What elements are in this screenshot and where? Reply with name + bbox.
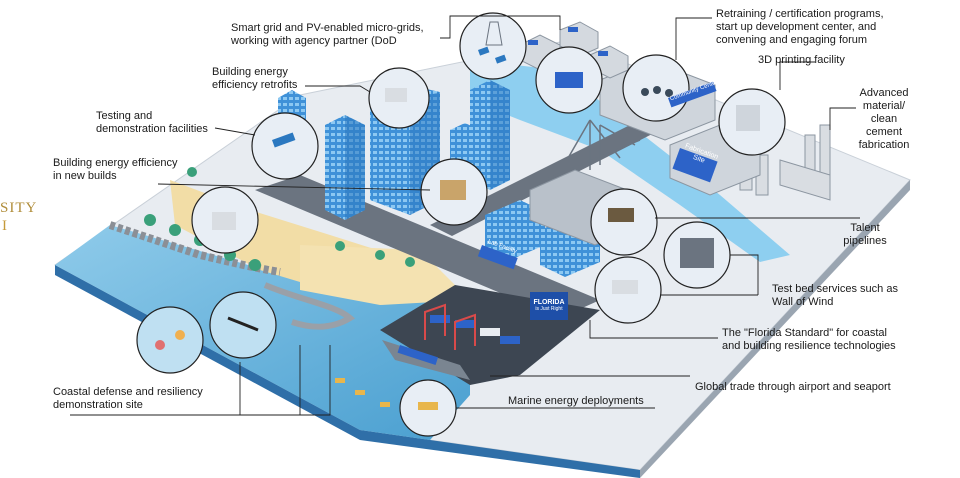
leader-testbed bbox=[660, 254, 759, 296]
container-1 bbox=[430, 315, 450, 323]
label-testing: Testing and demonstration facilities bbox=[96, 110, 208, 135]
road-cross bbox=[430, 120, 660, 236]
leader-coastal bbox=[70, 345, 331, 416]
cable-bridge bbox=[544, 119, 641, 181]
container-4 bbox=[500, 336, 520, 344]
label-talent: Talent pipelines bbox=[843, 222, 887, 247]
university-logo-text: SITY bbox=[0, 200, 38, 216]
sign-florida-sub: is Just Right bbox=[535, 306, 563, 312]
label-test-bed: Test bed services such as Wall of Wind bbox=[772, 283, 898, 308]
circle-smart-grid bbox=[459, 12, 527, 80]
callout-details bbox=[155, 21, 760, 410]
label-coastal: Coastal defense and resiliency demonstra… bbox=[53, 386, 203, 411]
leader-newbuilds bbox=[157, 183, 431, 191]
university-logo-text-2: I bbox=[2, 218, 7, 234]
label-3d-printing: 3D printing facility bbox=[758, 54, 845, 66]
label-new-builds: Building energy efficiency in new builds bbox=[53, 157, 178, 182]
circle-reef bbox=[136, 306, 204, 374]
container-3 bbox=[480, 328, 500, 336]
label-florida-standard: The "Florida Standard" for coastal and b… bbox=[722, 327, 896, 352]
label-marine: Marine energy deployments bbox=[508, 395, 644, 407]
river bbox=[470, 60, 790, 262]
label-global-trade: Global trade through airport and seaport bbox=[695, 381, 891, 393]
leader-florida bbox=[589, 320, 718, 339]
sign-boards bbox=[477, 81, 718, 320]
leader-lines bbox=[70, 15, 860, 416]
leader-3dprint bbox=[779, 61, 815, 90]
leader-materials bbox=[829, 107, 856, 130]
leader-testing bbox=[214, 127, 256, 136]
cranes bbox=[424, 303, 476, 350]
label-retrofits: Building energy efficiency retrofits bbox=[212, 66, 298, 91]
ship-deck bbox=[397, 345, 439, 365]
circle-testing bbox=[251, 112, 319, 180]
platform-side bbox=[640, 180, 910, 478]
tower-left bbox=[325, 115, 365, 220]
label-materials: Advanced material/ clean cement fabricat… bbox=[858, 87, 910, 151]
leader-retrofits bbox=[305, 85, 371, 93]
buoys bbox=[335, 378, 390, 407]
solar-panels bbox=[528, 27, 608, 56]
leader-retraining bbox=[675, 17, 712, 60]
label-smart-grid: Smart grid and PV-enabled micro-grids, w… bbox=[231, 22, 424, 47]
container-2 bbox=[455, 320, 475, 328]
sign-florida: FLORIDA bbox=[533, 299, 565, 306]
breakwater bbox=[263, 282, 356, 330]
label-retraining: Retraining / certification programs, sta… bbox=[716, 8, 884, 46]
leader-smart-grid bbox=[440, 15, 561, 39]
